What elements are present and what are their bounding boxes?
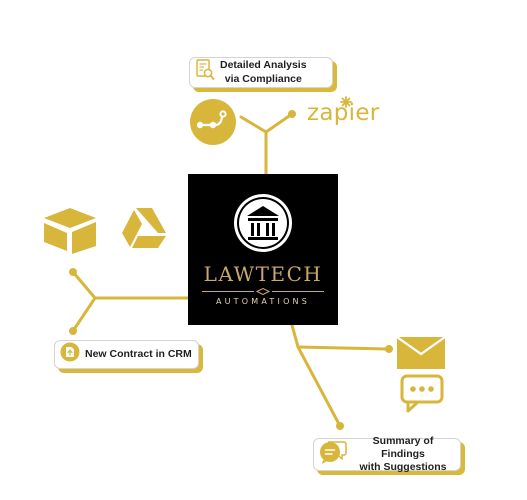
- brand-tagline: AUTOMATIONS: [215, 297, 311, 306]
- analysis-line-2: via Compliance: [224, 72, 302, 85]
- airtable-icon: [44, 208, 96, 254]
- analysis-node[interactable]: Detailed Analysis via Compliance: [189, 57, 333, 88]
- brand-name: LAWTECH: [203, 262, 323, 286]
- chat-summary-icon: [319, 439, 347, 470]
- brand-divider: [202, 288, 324, 295]
- summary-line-2: with Suggestions: [359, 461, 447, 474]
- zapier-asterisk-icon: [340, 96, 352, 108]
- document-search-icon: [195, 59, 215, 86]
- summary-node[interactable]: Summary of Findings with Suggestions: [313, 435, 461, 474]
- contract-node-label: New Contract in CRM: [85, 347, 192, 360]
- document-upload-icon: [60, 342, 80, 367]
- lawtech-logo: LAWTECH AUTOMATIONS: [188, 174, 338, 325]
- courthouse-icon: [234, 194, 292, 252]
- analysis-line-1: Detailed Analysis: [220, 59, 307, 72]
- google-drive-icon: [122, 208, 166, 248]
- make-icon: [190, 99, 236, 145]
- summary-line-1: Summary of Findings: [372, 434, 434, 460]
- contract-node[interactable]: New Contract in CRM: [54, 340, 199, 369]
- chat-bubble-icon: [400, 374, 444, 413]
- envelope-icon: [397, 337, 445, 369]
- analysis-node-label: Detailed Analysis via Compliance: [220, 59, 307, 85]
- summary-node-label: Summary of Findings with Suggestions: [352, 435, 454, 474]
